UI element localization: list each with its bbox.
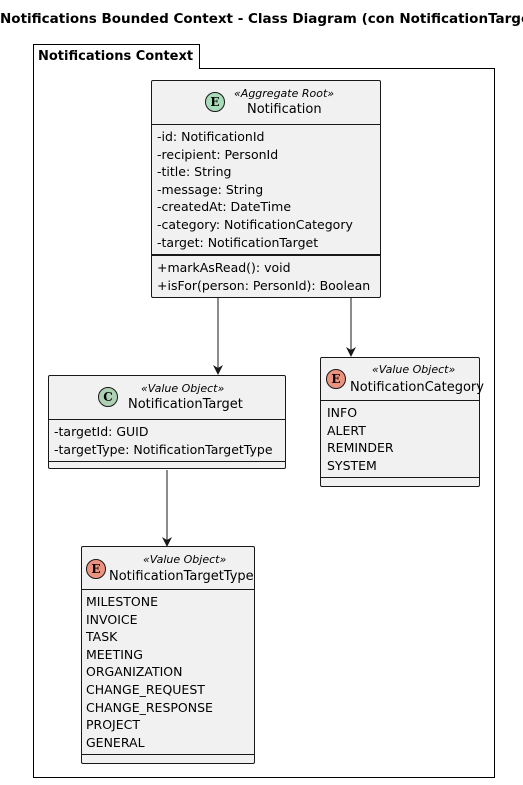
enum-value: GENERAL [86,734,145,750]
enum-value: MEETING [86,646,143,662]
attribute-section: -targetId: GUID -targetType: Notificatio… [49,420,285,463]
enum-value: CHANGE_REQUEST [86,681,205,697]
method: +isFor(person: PersonId): Boolean [157,277,371,293]
enum-icon: E [326,369,346,389]
class-name: NotificationTarget [128,397,243,412]
enum-value: TASK [86,629,118,645]
method-section: +markAsRead(): void +isFor(person: Perso… [152,256,380,297]
enum-value: PROJECT [86,717,141,733]
class-notification[interactable]: E «Aggregate Root» Notification -id: Not… [151,80,381,298]
enum-value: ORGANIZATION [86,664,183,680]
attribute: -target: NotificationTarget [157,234,319,250]
enum-icon: E [86,559,106,579]
entity-icon: E [205,92,225,112]
class-stereotype: «Value Object» [372,363,456,376]
class-name: NotificationCategory [350,380,484,395]
diagram-title: Notifications Bounded Context - Class Di… [0,11,523,27]
enum-notification-category[interactable]: E «Value Object» NotificationCategory IN… [320,357,484,487]
method: +markAsRead(): void [157,260,291,276]
attribute: -createdAt: DateTime [157,199,292,215]
enum-value: ALERT [327,422,366,438]
attribute: -recipient: PersonId [157,146,279,162]
enum-value: MILESTONE [86,594,158,609]
class-name: Notification [247,102,322,117]
enum-values: MILESTONE INVOICE TASK MEETING ORGANIZAT… [82,590,254,756]
class-notification-target[interactable]: C «Value Object» NotificationTarget -tar… [48,375,286,469]
attribute: -targetType: NotificationTargetType [54,441,273,457]
enum-values: INFO ALERT REMINDER SYSTEM [321,401,479,479]
attribute: -title: String [157,164,232,180]
attribute: -message: String [157,181,264,197]
attribute: -targetId: GUID [54,424,149,439]
class-icon: C [98,387,118,407]
enum-value: INFO [327,405,358,420]
package-title: Notifications Context [33,44,201,69]
class-stereotype: «Value Object» [141,382,225,395]
attribute: -category: NotificationCategory [157,216,353,232]
enum-notification-target-type[interactable]: E «Value Object» NotificationTargetType … [81,546,255,764]
class-stereotype: «Value Object» [143,553,227,566]
enum-value: INVOICE [86,611,138,627]
enum-footer [321,478,479,481]
attribute-section: -id: NotificationId -recipient: PersonId… [152,125,380,257]
class-name: NotificationTargetType [109,569,254,584]
method-section [49,462,285,465]
attribute: -id: NotificationId [157,129,265,144]
enum-value: CHANGE_RESPONSE [86,699,213,715]
class-stereotype: «Aggregate Root» [234,87,335,100]
enum-value: SYSTEM [327,457,377,473]
enum-value: REMINDER [327,440,394,456]
enum-footer [82,755,254,758]
